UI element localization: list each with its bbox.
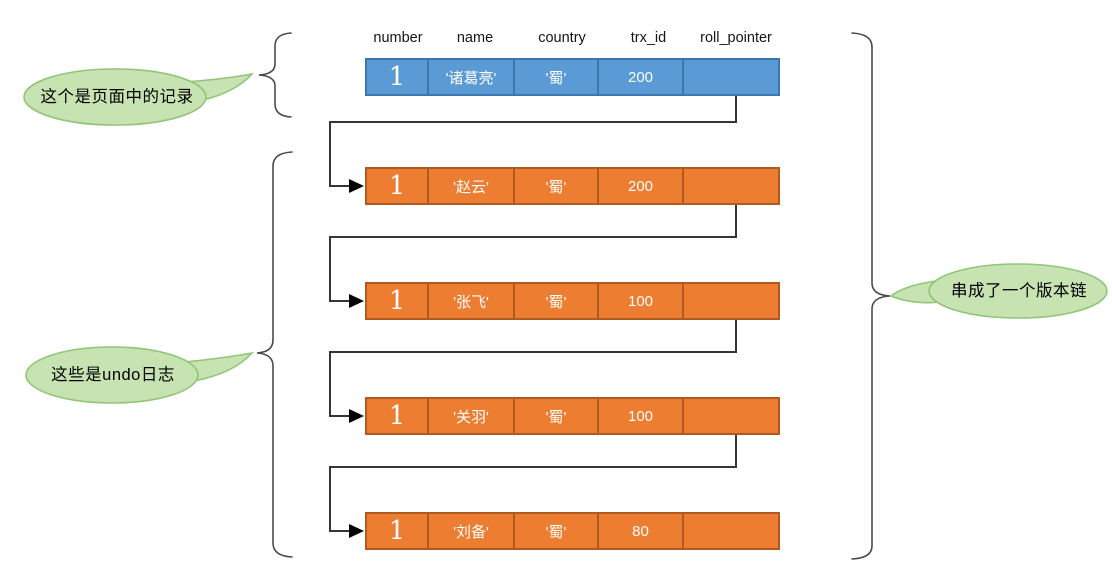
arrowhead-icon (349, 179, 364, 193)
cell-roll-pointer (684, 169, 778, 203)
cell-trx-id: 200 (599, 169, 684, 203)
cell-country: '蜀' (515, 60, 599, 94)
cell-number: 1 (367, 60, 429, 94)
column-header-country: country (538, 30, 586, 46)
cell-name: '张飞' (429, 284, 515, 318)
cell-country: '蜀' (515, 399, 599, 433)
cell-roll-pointer (684, 514, 778, 548)
cell-number: 1 (367, 169, 429, 203)
callout-bubble-undo-logs (25, 346, 199, 404)
cell-trx-id: 200 (599, 60, 684, 94)
cell-trx-id: 100 (599, 399, 684, 433)
version-chain-connectors (329, 77, 737, 532)
undo-log-row: 1 '关羽' '蜀' 100 (365, 397, 780, 435)
arrowhead-icon (349, 294, 364, 308)
arrowhead-icon (349, 409, 364, 423)
undo-log-row: 1 '赵云' '蜀' 200 (365, 167, 780, 205)
cell-name: '关羽' (429, 399, 515, 433)
cell-country: '蜀' (515, 169, 599, 203)
column-header-name: name (456, 30, 494, 46)
connector-line-2 (329, 186, 737, 302)
column-header-number: number (373, 30, 423, 46)
connector-line-4 (329, 416, 737, 532)
column-header-trx-id: trx_id (630, 30, 667, 46)
callout-bubble-version-chain (928, 263, 1108, 319)
cell-trx-id: 100 (599, 284, 684, 318)
cell-roll-pointer (684, 60, 778, 94)
page-record-row: 1 '诸葛亮' '蜀' 200 (365, 58, 780, 96)
undo-log-row: 1 '张飞' '蜀' 100 (365, 282, 780, 320)
cell-number: 1 (367, 514, 429, 548)
connector-line-1 (329, 77, 737, 187)
undo-log-row: 1 '刘备' '蜀' 80 (365, 512, 780, 550)
callout-tail (184, 351, 255, 383)
cell-trx-id: 80 (599, 514, 684, 548)
cell-name: '刘备' (429, 514, 515, 548)
callout-bubble-page-record (23, 68, 207, 126)
connector-arrowheads (349, 179, 364, 538)
cell-roll-pointer (684, 284, 778, 318)
cell-roll-pointer (684, 399, 778, 433)
column-header-roll-pointer: roll_pointer (700, 30, 772, 46)
brace-version-chain (851, 32, 891, 560)
connector-line-3 (329, 301, 737, 417)
arrowhead-icon (349, 524, 364, 538)
cell-name: '诸葛亮' (429, 60, 515, 94)
cell-number: 1 (367, 399, 429, 433)
callout-bubbles (23, 68, 1108, 404)
column-headers: number name country trx_id roll_pointer (365, 30, 780, 48)
cell-name: '赵云' (429, 169, 515, 203)
cell-country: '蜀' (515, 514, 599, 548)
cell-country: '蜀' (515, 284, 599, 318)
callout-text-version-chain: 串成了一个版本链 (951, 282, 1087, 300)
callout-text-page-record: 这个是页面中的记录 (40, 88, 194, 106)
callout-text-undo-logs: 这些是undo日志 (51, 366, 175, 384)
brace-undo-logs (256, 151, 293, 558)
cell-number: 1 (367, 284, 429, 318)
brace-page-record (258, 32, 292, 118)
